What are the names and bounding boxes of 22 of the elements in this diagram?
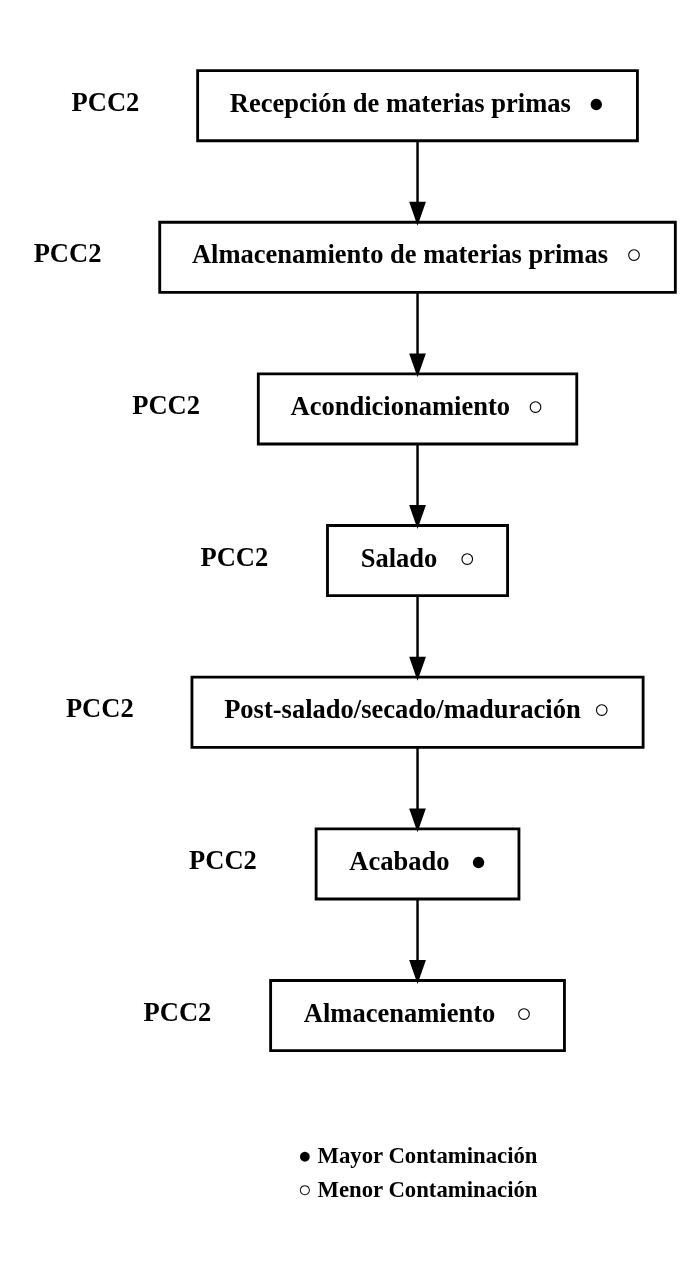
- node-label: PCC2: [189, 844, 257, 875]
- node-box: Recepción de materias primas ●: [196, 68, 639, 142]
- arrow: [409, 443, 426, 529]
- node-label: PCC2: [65, 692, 134, 723]
- node-box: Salado ○: [326, 523, 509, 597]
- node-box: Acondicionamiento ○: [256, 371, 579, 445]
- legend-label: ● Mayor Contaminación: [298, 1142, 538, 1168]
- node-label: PCC2: [33, 237, 102, 268]
- arrow: [409, 292, 426, 377]
- node-label: PCC2: [143, 996, 212, 1027]
- legend-label: ○ Menor Contaminación: [298, 1176, 538, 1202]
- arrow: [409, 898, 426, 984]
- arrow: [409, 747, 426, 832]
- arrow: [409, 140, 426, 226]
- node-label: PCC2: [200, 541, 269, 572]
- node-box: Acabado ●: [314, 826, 521, 900]
- node-label: PCC2: [71, 86, 140, 117]
- node-box: Almacenamiento ○: [269, 978, 566, 1052]
- node-box: Almacenamiento de materias primas ○: [158, 220, 677, 294]
- node-box: Post-salado/secado/maduración ○: [190, 675, 645, 749]
- arrow: [409, 595, 426, 681]
- node-label: PCC2: [132, 389, 201, 420]
